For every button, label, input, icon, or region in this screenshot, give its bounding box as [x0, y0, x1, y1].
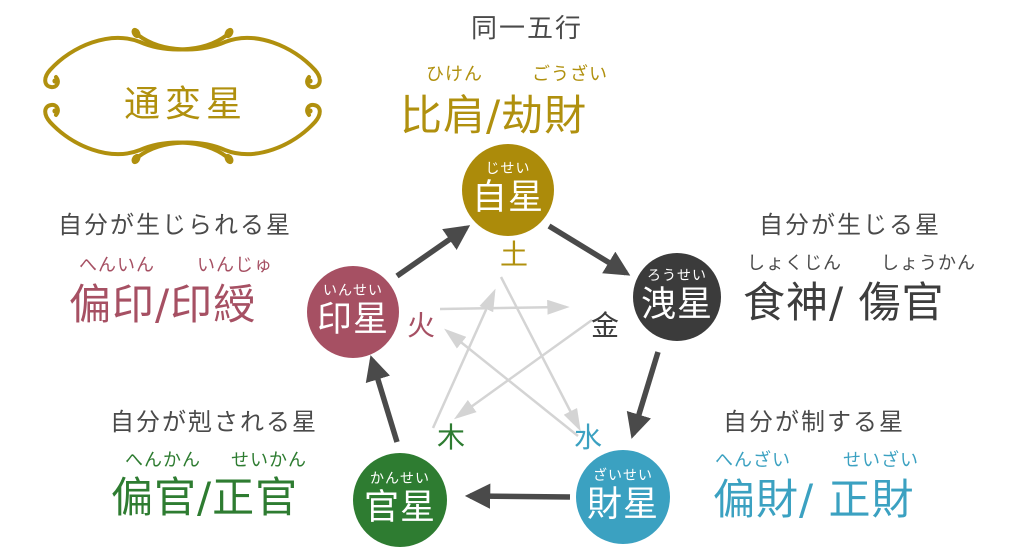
element-metal: 金	[591, 309, 620, 342]
officer-star-circle: かんせい 官星	[353, 453, 447, 547]
wealth-furigana-left: へんざい	[715, 450, 791, 471]
wealth-star-circle: ざいせい 財星	[576, 450, 670, 544]
self-star-label: 自星	[471, 177, 544, 218]
resource-names: 偏印/印綬	[69, 280, 257, 329]
resource-heading: 自分が生じられる星	[58, 211, 292, 239]
leak-star-furigana: ろうせい	[647, 268, 707, 285]
output-furigana-left: しょくじん	[747, 253, 842, 274]
peer-furigana-right: ごうざい	[532, 64, 608, 85]
element-wood: 木	[437, 421, 466, 454]
wealth-heading: 自分が制する星	[723, 408, 905, 436]
self-star-furigana: じせい	[485, 161, 531, 178]
wealth-star-label: 財星	[586, 484, 659, 525]
wealth-names: 偏財/ 正財	[713, 475, 915, 524]
page-title: 通変星	[123, 84, 247, 125]
seal-star-furigana: いんせい	[323, 283, 383, 300]
officer-names: 偏官/正官	[111, 473, 299, 522]
controlling-cycle-arrows	[431, 276, 593, 437]
self-star-circle: じせい 自星	[462, 144, 554, 236]
peer-heading: 同一五行	[470, 14, 583, 44]
officer-furigana-left: へんかん	[125, 450, 201, 471]
officer-star-label: 官星	[363, 487, 436, 528]
resource-furigana-left: へんいん	[79, 255, 155, 276]
officer-heading: 自分が剋される星	[110, 408, 318, 436]
wealth-star-furigana: ざいせい	[593, 468, 653, 485]
leak-star-label: 洩星	[640, 284, 713, 325]
element-water: 水	[574, 421, 603, 454]
element-fire: 火	[407, 309, 436, 342]
element-earth: 土	[500, 238, 529, 271]
peer-furigana-left: ひけん	[426, 64, 483, 85]
output-names: 食神/ 傷官	[743, 278, 945, 327]
leak-star-circle: ろうせい 洩星	[633, 253, 721, 341]
seal-star-circle: いんせい 印星	[307, 266, 399, 358]
output-furigana-right: しょうかん	[881, 253, 976, 274]
seal-star-label: 印星	[316, 299, 389, 340]
peer-names: 比肩/劫財	[400, 91, 588, 140]
resource-furigana-right: いんじゅ	[197, 255, 273, 276]
officer-furigana-right: せいかん	[231, 450, 307, 471]
officer-star-furigana: かんせい	[370, 471, 430, 488]
generating-cycle-arrows	[365, 223, 661, 509]
ornament-flourish	[43, 27, 322, 165]
output-heading: 自分が生じる星	[759, 211, 941, 239]
wealth-furigana-right: せいざい	[843, 450, 919, 471]
